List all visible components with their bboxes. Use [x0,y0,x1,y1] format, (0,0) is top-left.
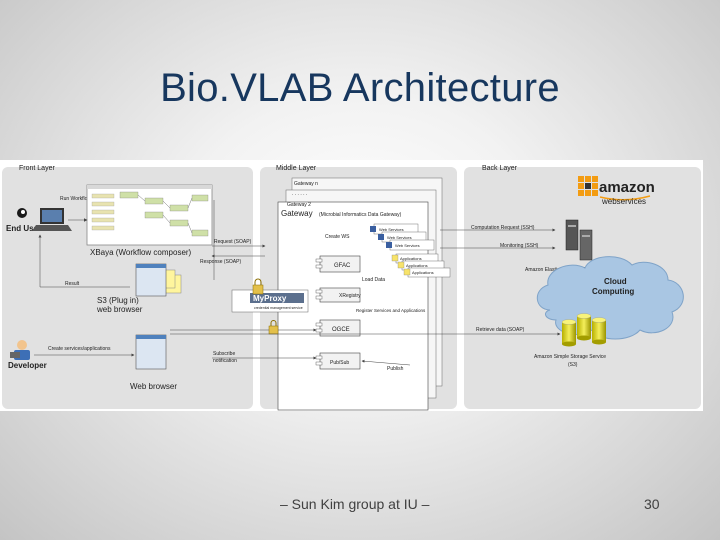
notification-label: notification [213,358,237,364]
monitoring-label: Monitoring (SSH) [500,243,539,249]
request-label: Request (SOAP) [214,239,252,245]
publish-label: Publish [387,366,404,372]
back-layer-heading: Back Layer [482,165,518,172]
cloud-shape [536,256,684,340]
xregistry-component [315,287,361,303]
amazon-wordmark: amazon [599,179,655,196]
gateway-2-label: Gateway 2 [287,202,311,208]
middle-layer-heading: Middle Layer [276,165,317,172]
applications-label-1: Applications [400,256,422,261]
amazon-logo [578,176,651,201]
applications-stack [391,253,451,278]
gateway-stack [277,177,443,411]
create-services-label: Create services/applications [48,346,111,352]
webservices-wordmark: webservices [601,197,646,206]
s3-plugin-label-1: S3 (Plug in) [97,296,139,305]
pubsub-label: Pub/Sub [330,360,349,366]
s3-service-label-2: (S3) [568,362,578,368]
run-workflows-label: Run Workflows [60,196,94,202]
ogce-label: OGCE [332,327,350,333]
gfac-label: GFAC [334,263,351,269]
web-browser-label: Web browser [130,382,177,391]
s3-service-label-1: Amazon Simple Storage Service [534,354,606,360]
web-services-label-2: Web Services [387,235,412,240]
end-user-label: End User [6,224,41,233]
s3-plugin-windows [135,263,182,297]
s3-storage-icon [561,313,607,347]
lock-icon [252,278,264,295]
laptop-icon [32,208,72,231]
slide-title: Bio.VLAB Architecture [160,66,560,110]
web-services-stack [370,223,435,251]
cloud-label-1: Cloud [604,277,627,286]
end-user-icon [17,208,27,218]
computation-request-label: Computation Request (SSH) [471,225,535,231]
server-icons [565,219,593,261]
footer-credit: – Sun Kim group at IU – [280,496,430,512]
xbaya-label: XBaya (Workflow composer) [90,248,192,257]
load-data-label: Load Data [362,277,385,283]
page-number: 30 [644,496,660,512]
front-layer-heading: Front Layer [19,165,55,172]
web-browser-window [135,334,167,370]
ogce-component [315,319,361,337]
pubsub-component [315,352,361,370]
s3-plugin-label-2: web browser [96,305,143,314]
subscribe-label: Subscribe [213,351,235,357]
register-label: Register Services and Applications [356,308,426,313]
gateway-label: Gateway [281,209,313,218]
cloud-label-2: Computing [592,287,634,296]
web-services-label-1: Web Services [379,227,404,232]
myproxy-label: MyProxy [253,294,287,303]
architecture-diagram: Front Layer Middle Layer Back Layer Run … [0,160,703,411]
web-services-label-3: Web Services [395,243,420,248]
applications-label-2: Applications [406,263,428,268]
gateway-n-label: Gateway n [294,181,318,187]
gateway-dots-label: . . . . . . [292,191,307,197]
developer-label: Developer [8,361,47,370]
xregistry-label: XRegistry [339,293,361,299]
retrieve-data-label: Retrieve data (SOAP) [476,327,525,333]
gateway-subtitle: (Microbial Informatics Data Gateway) [319,212,402,218]
myproxy-sub-label: credential management service [254,306,303,310]
developer-icon [10,340,30,360]
result-label: Result [65,281,80,287]
xbaya-window [86,184,213,246]
create-ws-label: Create WS [325,234,350,240]
response-label: Response (SOAP) [200,259,241,265]
gfac-component [315,255,361,273]
myproxy-component [231,289,309,313]
applications-label-3: Applications [412,270,434,275]
